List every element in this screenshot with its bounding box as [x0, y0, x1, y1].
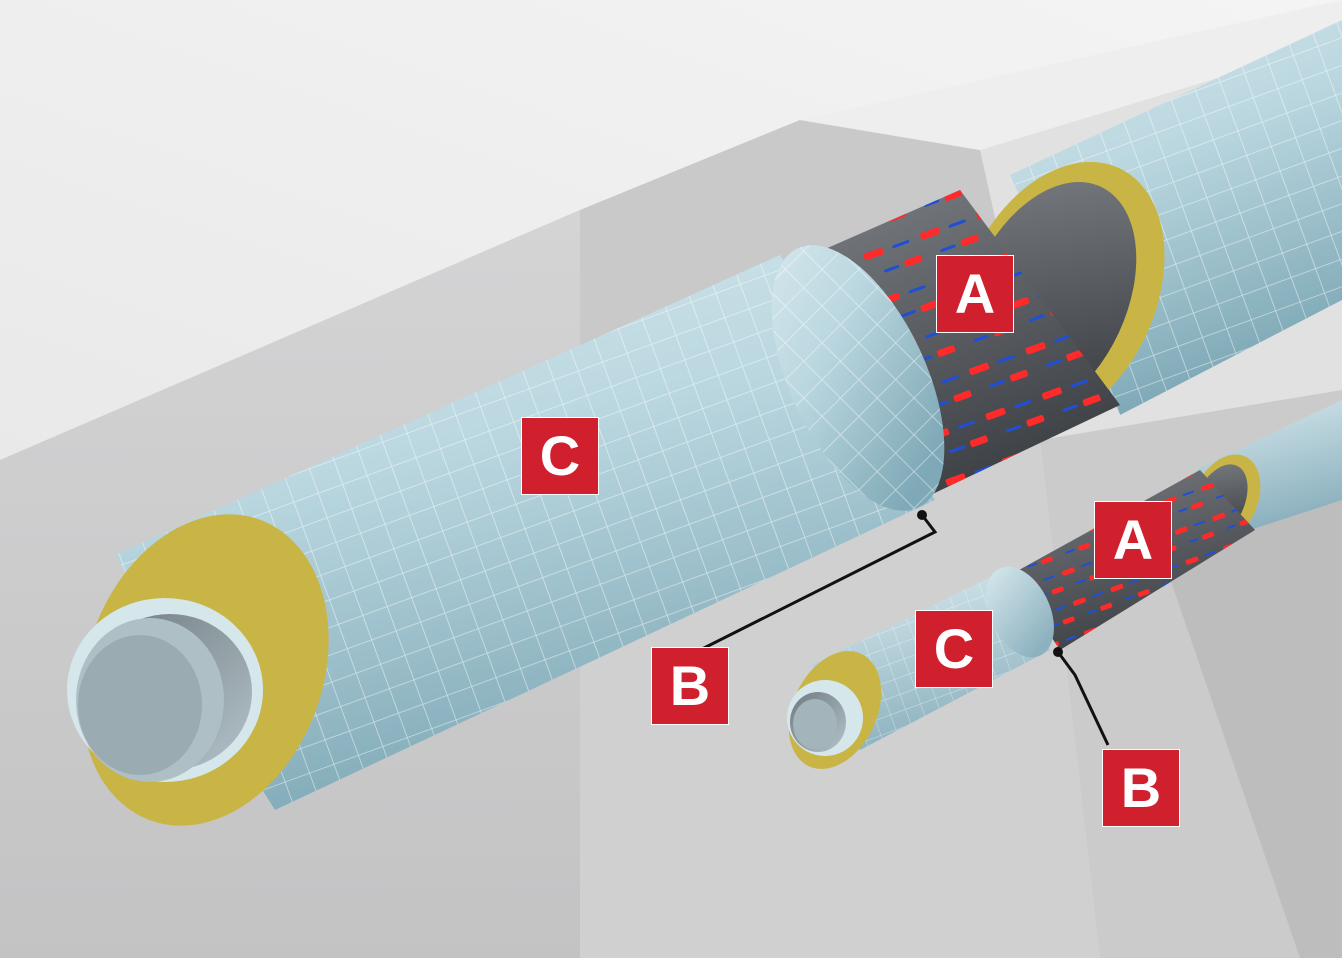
leader-lines [699, 510, 1110, 746]
large-pipe-label-b: B [651, 647, 729, 725]
large-pipe-leader-line [699, 514, 938, 652]
small-pipe-leader-line [1056, 651, 1110, 746]
large-pipe [67, 20, 1342, 826]
large-pipe-leader-dot [917, 510, 927, 520]
large-pipe-end-face [67, 514, 329, 826]
large-pipe-far-jacket [955, 20, 1342, 429]
wall-top-right [800, 0, 1342, 150]
large-pipe-label-a: A [936, 255, 1014, 333]
small-pipe-label-a: A [1094, 501, 1172, 579]
small-pipe-label-c: C [915, 610, 993, 688]
large-pipe-label-c: C [521, 417, 599, 495]
small-pipe-end-face [787, 651, 882, 769]
wall-right-shadow [1150, 480, 1342, 958]
small-pipe-leader-dot [1053, 647, 1063, 657]
small-pipe-label-b: B [1102, 749, 1180, 827]
large-pipe-sealant-band [800, 190, 1120, 500]
